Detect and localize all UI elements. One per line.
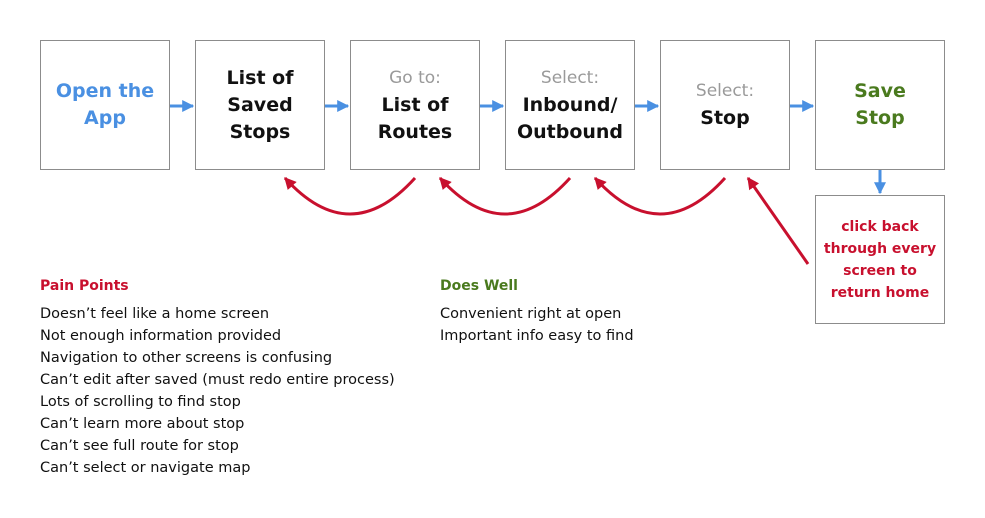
- step-saved-stops-label: List of Saved Stops: [226, 66, 294, 143]
- does-well-list: Convenient right at open Important info …: [440, 303, 634, 347]
- step-inbound-outbound: Select: Inbound/ Outbound: [505, 40, 635, 170]
- pain-point-item: Not enough information provided: [40, 328, 282, 344]
- step-save-stop-label: Save Stop: [854, 80, 906, 129]
- back-arrow-2: [438, 176, 572, 216]
- step-save-stop: Save Stop: [815, 40, 945, 170]
- does-well-item: Convenient right at open: [440, 306, 622, 322]
- step-open-app: Open the App: [40, 40, 170, 170]
- step-stop-label: Stop: [700, 107, 750, 129]
- pain-point-item: Doesn’t feel like a home screen: [40, 306, 270, 322]
- pain-point-item: Navigation to other screens is confusing: [40, 350, 333, 366]
- does-well-section: Does Well Convenient right at open Impor…: [440, 275, 634, 347]
- step-saved-stops: List of Saved Stops: [195, 40, 325, 170]
- pain-point-item: Lots of scrolling to find stop: [40, 394, 241, 410]
- back-arrow-from-note: [746, 177, 810, 265]
- pain-points-list: Doesn’t feel like a home screen Not enou…: [40, 303, 395, 479]
- back-navigation-note: click back through every screen to retur…: [815, 195, 945, 324]
- pain-point-item: Can’t learn more about stop: [40, 416, 245, 432]
- step-routes: Go to: List of Routes: [350, 40, 480, 170]
- does-well-title: Does Well: [440, 278, 518, 294]
- pain-point-item: Can’t see full route for stop: [40, 438, 239, 454]
- back-navigation-note-text: click back through every screen to retur…: [823, 218, 937, 301]
- step-stop-prefix: Select:: [695, 81, 755, 101]
- pain-points-title: Pain Points: [40, 278, 129, 294]
- back-arrow-1: [283, 176, 417, 216]
- step-open-app-label: Open the App: [55, 80, 155, 129]
- step-inbound-outbound-label: Inbound/ Outbound: [516, 93, 624, 143]
- step-inbound-outbound-prefix: Select:: [540, 67, 600, 88]
- step-routes-prefix: Go to:: [389, 67, 441, 88]
- does-well-item: Important info easy to find: [440, 328, 634, 344]
- step-routes-label: List of Routes: [377, 93, 453, 143]
- step-stop: Select: Stop: [660, 40, 790, 170]
- back-arrow-3: [593, 176, 727, 216]
- pain-points-section: Pain Points Doesn’t feel like a home scr…: [40, 275, 395, 479]
- pain-point-item: Can’t edit after saved (must redo entire…: [40, 372, 395, 388]
- pain-point-item: Can’t select or navigate map: [40, 460, 251, 476]
